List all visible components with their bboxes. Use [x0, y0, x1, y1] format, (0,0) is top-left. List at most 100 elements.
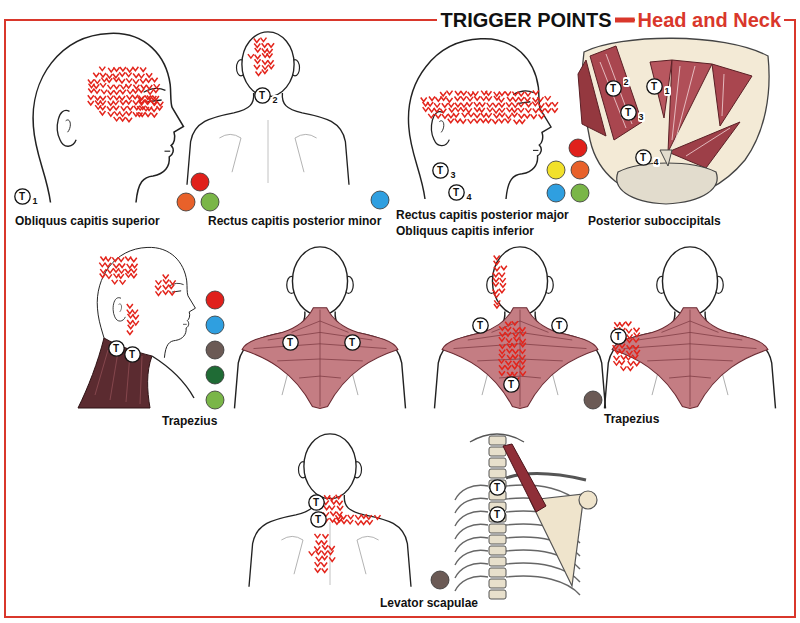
callout-letter: T — [282, 334, 299, 351]
pain-mark — [314, 546, 320, 550]
pain-mark — [532, 102, 538, 106]
trapezius-muscle — [242, 308, 398, 409]
pain-mark — [421, 97, 427, 101]
vertebra — [489, 458, 506, 467]
pain-mark — [108, 112, 114, 116]
pain-mark — [254, 38, 260, 42]
pain-mark — [506, 114, 512, 118]
pain-mark — [127, 106, 133, 110]
pain-mark — [120, 117, 126, 121]
pain-mark — [460, 107, 466, 111]
pain-mark — [328, 550, 334, 554]
callout-letter: T — [14, 188, 31, 205]
callout-ring — [551, 317, 566, 332]
callout-letter: T — [503, 376, 520, 393]
pain-mark — [633, 345, 639, 349]
pain-mark — [100, 83, 106, 87]
pain-mark — [126, 118, 132, 122]
pain-mark — [493, 278, 499, 282]
callout-ring — [605, 80, 620, 95]
pain-mark — [499, 365, 505, 369]
pain-mark — [147, 90, 153, 94]
pain-mark — [474, 102, 480, 106]
pain-mark — [435, 97, 441, 101]
color-dot — [201, 193, 219, 211]
pain-mark — [145, 113, 151, 117]
callout-circle: T4 — [448, 184, 465, 201]
pain-mark — [329, 506, 335, 510]
pain-mark — [127, 68, 133, 72]
pain-mark — [107, 96, 113, 100]
callout-ring — [489, 506, 504, 521]
title-dash — [615, 18, 635, 23]
pain-mark — [127, 304, 133, 308]
pain-mark — [499, 108, 505, 112]
pain-mark — [133, 89, 139, 93]
pain-mark — [455, 103, 461, 107]
back-view — [187, 32, 349, 185]
pain-mark — [100, 101, 106, 105]
pain-mark — [628, 361, 634, 365]
pain-mark — [248, 54, 254, 58]
pain-mark — [128, 325, 134, 329]
pain-mark — [626, 351, 632, 355]
callout-letter: T — [124, 346, 141, 363]
pain-mark — [512, 92, 518, 96]
pain-mark — [448, 103, 454, 107]
callout-ring — [646, 78, 661, 93]
pain-mark — [88, 101, 94, 105]
pain-mark — [99, 67, 105, 71]
pain-mark — [153, 89, 159, 93]
pain-mark — [366, 515, 372, 519]
callout-number: 2 — [272, 95, 279, 105]
pain-mark — [499, 91, 505, 95]
pain-mark — [507, 97, 513, 101]
pain-mark — [524, 114, 530, 118]
spinous-process — [660, 150, 672, 166]
pain-mark — [627, 366, 633, 370]
callout-letter: T — [635, 149, 652, 166]
pain-mark — [137, 106, 143, 110]
pain-mark — [131, 258, 137, 262]
pain-mark — [140, 79, 146, 83]
rib — [455, 576, 488, 591]
pain-mark — [106, 78, 112, 82]
color-dot — [584, 391, 602, 409]
pain-mark — [466, 108, 472, 112]
pain-mark — [119, 96, 125, 100]
color-dot — [206, 291, 224, 309]
pain-mark — [94, 79, 100, 83]
vertebra — [489, 546, 506, 555]
pain-mark — [254, 43, 260, 47]
back-view — [435, 247, 606, 409]
pain-mark — [131, 274, 137, 278]
pain-mark — [337, 506, 343, 510]
chart-title: TRIGGER POINTS — [437, 8, 614, 32]
pain-mark — [519, 355, 525, 359]
pain-mark — [143, 107, 149, 111]
pain-mark — [513, 328, 519, 332]
pain-mark — [427, 102, 433, 106]
pain-mark — [518, 92, 524, 96]
callout-ring — [124, 346, 139, 361]
pain-mark — [169, 291, 175, 295]
muscle-name: Trapezius — [604, 412, 659, 426]
pain-mark — [499, 344, 505, 348]
pain-mark — [151, 113, 157, 117]
pain-mark — [514, 337, 520, 341]
pain-mark — [453, 113, 459, 117]
pain-mark — [499, 289, 505, 293]
vertebra — [617, 163, 717, 204]
callout-circle: T2 — [254, 87, 271, 104]
callout-circle: T — [503, 376, 520, 393]
humerus-head — [579, 491, 597, 509]
pain-mark — [525, 108, 531, 112]
pain-mark — [434, 103, 440, 107]
pain-mark — [132, 95, 138, 99]
pain-mark — [151, 101, 157, 105]
pain-mark — [626, 338, 632, 342]
trapezius-muscle — [78, 338, 152, 408]
trapezius-muscle — [442, 308, 598, 409]
pain-mark — [513, 333, 519, 337]
callout-ring — [14, 188, 29, 203]
